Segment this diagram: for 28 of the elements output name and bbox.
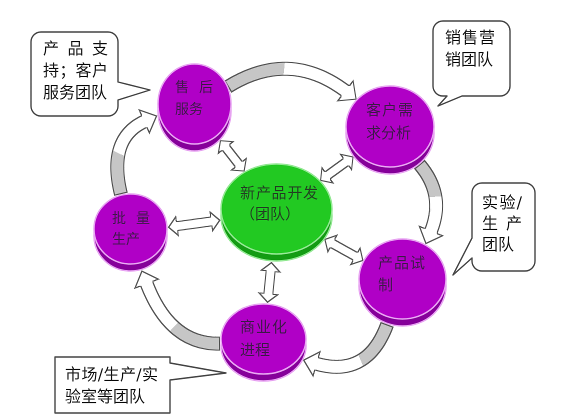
- double-arrow: [320, 153, 354, 184]
- bubble-text: 市场/生产/实验室等团队: [65, 364, 158, 408]
- stage-circle: [220, 303, 307, 382]
- stage-circle: [93, 193, 168, 272]
- circle-label: 产品试制: [378, 253, 425, 296]
- stage-circle: [157, 63, 232, 152]
- double-arrow: [257, 262, 282, 304]
- circle-label: 客户需求分析: [366, 100, 413, 144]
- bubble-text: 产品支持；客户服务团队: [43, 38, 108, 104]
- double-arrow: [168, 210, 221, 237]
- double-arrow: [324, 234, 364, 266]
- speech-bubble: [432, 20, 511, 107]
- curved-arrow: [413, 158, 444, 244]
- speech-bubble: [452, 182, 536, 276]
- curved-arrow: [302, 319, 394, 378]
- speech-bubble: [54, 356, 227, 414]
- curved-arrow: [222, 62, 357, 102]
- circle-label: 商业化进程: [240, 317, 287, 361]
- double-arrow: [217, 140, 248, 172]
- stage-circle: [345, 85, 435, 175]
- stage-circle: [358, 238, 447, 327]
- bubble-text: 销售营销团队: [445, 27, 495, 71]
- circle-label: 售后服务: [175, 79, 213, 120]
- circle-label: 新产品开发（团队）: [240, 183, 318, 225]
- bubble-text: 实验/生产团队: [482, 192, 522, 255]
- circle-label: 批量生产: [112, 210, 150, 250]
- speech-bubble: [30, 31, 151, 117]
- center-circle: [220, 163, 333, 262]
